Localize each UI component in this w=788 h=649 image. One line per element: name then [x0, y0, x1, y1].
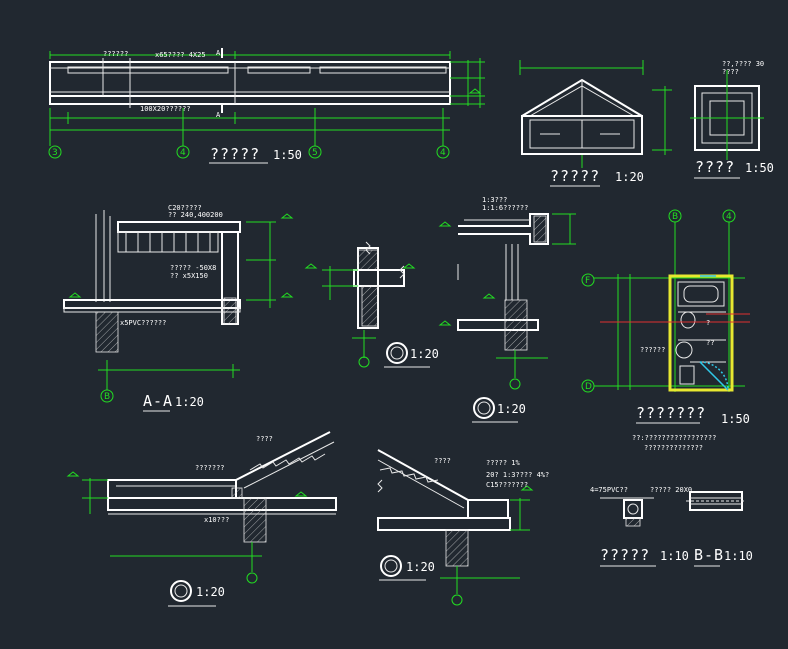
- plan-footnote-1: ??:?????????????????: [632, 434, 716, 442]
- detail-2-note-2: 1:1:6??????: [482, 204, 528, 212]
- detail-1-drawing: [304, 241, 430, 368]
- elevation-note-3: 100X20??????: [140, 105, 191, 113]
- plan-footnote-2: ??????????????: [644, 444, 703, 452]
- detail-1-scale: 1:20: [410, 347, 439, 361]
- roof-section-2-drawing: [377, 449, 534, 606]
- bathroom-plan-drawing: [581, 209, 750, 424]
- roof2-note-1: ????: [434, 457, 451, 465]
- roof1-scale: 1:20: [196, 585, 225, 599]
- window-scale: 1:20: [615, 170, 644, 184]
- pillar-drawing: [690, 70, 764, 179]
- detail-small-drawing: [600, 497, 656, 567]
- aa-axis-b: B: [104, 392, 110, 402]
- roof-section-1-drawing: [66, 431, 337, 607]
- cut-mark-a-top: A: [216, 49, 221, 57]
- roof1-note-2: ???????: [195, 464, 225, 472]
- aa-note-4: ?? x5X150: [170, 272, 208, 280]
- detail-2-note-1: 1:3???: [482, 196, 507, 204]
- roof2-note-4: C15???????: [486, 481, 528, 489]
- plan-title: ???????: [636, 404, 706, 422]
- plan-note-2: ?: [706, 319, 710, 327]
- section-aa-scale: 1:20: [175, 395, 204, 409]
- roof2-note-3: 20? 1:3???? 4%?: [486, 471, 549, 479]
- pillar-note-1: ??,???? 30: [722, 60, 764, 68]
- detail-scale: 1:10: [660, 549, 689, 563]
- elevation-title: ?????: [210, 145, 260, 163]
- detail-note-2: ????? 20X0: [650, 486, 692, 494]
- roof2-scale: 1:20: [406, 560, 435, 574]
- pillar-note-2: ????: [722, 68, 739, 76]
- plan-axis-f: F: [585, 276, 590, 286]
- elevation-note-2: x65???? 4X25: [155, 51, 206, 59]
- roof1-note-3: x10???: [204, 516, 229, 524]
- section-aa-title: A-A: [143, 392, 173, 410]
- roof2-note-2: ????? 1%: [486, 459, 521, 467]
- roof1-note-1: ????: [256, 435, 273, 443]
- section-bb-title: B-B: [694, 546, 724, 564]
- detail-2-scale: 1:20: [497, 402, 526, 416]
- axis-label-4: 4: [180, 148, 186, 158]
- detail-note-1: 4=75PVC??: [590, 486, 628, 494]
- pillar-scale: 1:50: [745, 161, 774, 175]
- plan-axis-d: D: [585, 382, 592, 392]
- elevation-scale: 1:50: [273, 148, 302, 162]
- aa-note-5: x5PVC??????: [120, 319, 166, 327]
- axis-label-4-right: 4: [440, 148, 446, 158]
- axis-label-3: 3: [52, 148, 58, 158]
- plan-axis-4: 4: [726, 212, 732, 222]
- elevation-note-1: ??????: [103, 50, 128, 58]
- window-drawing: [519, 60, 672, 187]
- elevation-drawing: [48, 48, 485, 164]
- aa-note-3: ????? -50X8: [170, 264, 216, 272]
- detail-2-drawing: [438, 213, 576, 423]
- pillar-title: ????: [695, 158, 735, 176]
- section-bb-scale: 1:10: [724, 549, 753, 563]
- aa-note-1: C20?????: [168, 204, 202, 212]
- cut-mark-a-bottom: A: [216, 111, 221, 119]
- axis-label-5: 5: [312, 148, 318, 158]
- plan-note-3: ??: [706, 339, 714, 347]
- section-aa-drawing: [63, 210, 294, 412]
- plan-scale: 1:50: [721, 412, 750, 426]
- plan-axis-b: B: [672, 212, 678, 222]
- aa-note-2: ?? 240,400200: [168, 211, 223, 219]
- plan-note-1: ??????: [640, 346, 665, 354]
- section-bb-drawing: [686, 491, 746, 567]
- window-title: ?????: [550, 167, 600, 185]
- detail-title: ?????: [600, 546, 650, 564]
